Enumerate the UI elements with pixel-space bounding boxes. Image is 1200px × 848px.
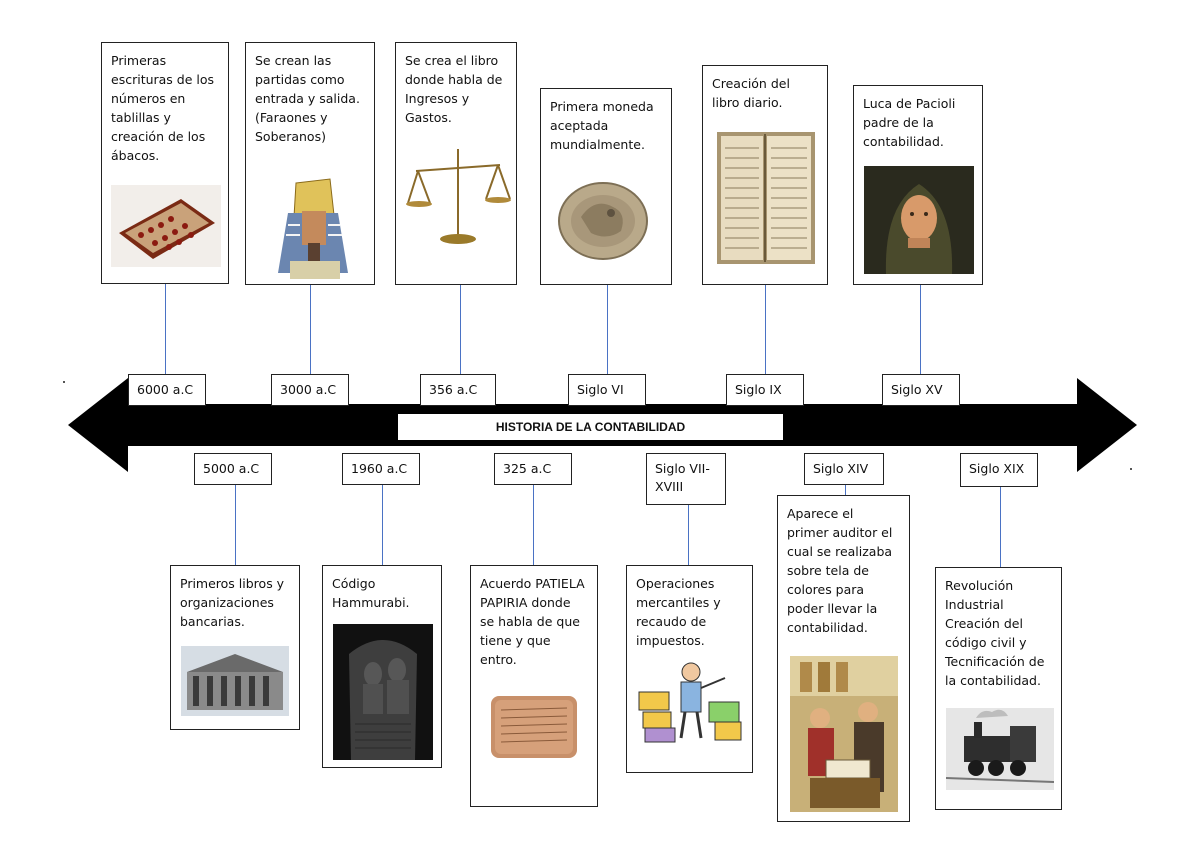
connector-line: [460, 285, 461, 375]
bank-image: [181, 646, 289, 716]
event-description: Se crean las partidas como entrada y sal…: [255, 53, 360, 144]
train-image: [946, 708, 1054, 790]
date-label: 3000 a.C: [271, 374, 349, 406]
event-card-1960ac: Código Hammurabi.: [322, 565, 442, 768]
connector-line: [1000, 487, 1001, 567]
coin-image: [558, 182, 648, 260]
event-card-5000ac: Primeros libros y organizaciones bancari…: [170, 565, 300, 730]
timeline-title: HISTORIA DE LA CONTABILIDAD: [398, 414, 783, 440]
tablet-image: [491, 696, 577, 758]
portrait-image: [864, 166, 974, 274]
event-description: Código Hammurabi.: [332, 576, 410, 610]
date-label: Siglo XIX: [960, 453, 1038, 487]
connector-line: [310, 285, 311, 375]
event-card-356ac: Se crea el libro donde habla de Ingresos…: [395, 42, 517, 285]
date-label: Siglo XIV: [804, 453, 884, 485]
connector-line: [165, 283, 166, 375]
date-label: Siglo VII- XVIII: [646, 453, 726, 505]
event-card-siglo-xiv: Aparece el primer auditor el cual se rea…: [777, 495, 910, 822]
event-card-siglo-vi: Primera moneda aceptada mundialmente.: [540, 88, 672, 285]
stray-dot: [63, 381, 65, 383]
connector-line: [235, 485, 236, 565]
event-description: Primeros libros y organizaciones bancari…: [180, 576, 285, 629]
date-label: 325 a.C: [494, 453, 572, 485]
connector-line: [382, 485, 383, 565]
date-label: 5000 a.C: [194, 453, 272, 485]
book-image: [717, 132, 815, 264]
event-card-siglo-vii-xviii: Operaciones mercantiles y recaudo de imp…: [626, 565, 753, 773]
connector-line: [845, 485, 846, 495]
event-card-siglo-xv: Luca de Pacioli padre de la contabilidad…: [853, 85, 983, 285]
abacus-image: [111, 185, 221, 267]
date-label: Siglo IX: [726, 374, 804, 406]
stele-image: [333, 624, 433, 760]
date-label: 6000 a.C: [128, 374, 206, 406]
connector-line: [607, 285, 608, 375]
connector-line: [688, 505, 689, 565]
event-card-6000ac: Primeras escrituras de los números en ta…: [101, 42, 229, 284]
date-label: 356 a.C: [420, 374, 496, 406]
event-description: Primeras escrituras de los números en ta…: [111, 53, 215, 163]
stray-dot: [1130, 468, 1132, 470]
date-label: Siglo VI: [568, 374, 646, 406]
event-description: Operaciones mercantiles y recaudo de imp…: [636, 576, 721, 648]
connector-line: [765, 285, 766, 375]
event-description: Aparece el primer auditor el cual se rea…: [787, 506, 893, 635]
pharaoh-image: [278, 178, 348, 279]
event-card-siglo-ix: Creación del libro diario.: [702, 65, 828, 285]
event-description: Creación del libro diario.: [712, 76, 790, 110]
event-description: Se crea el libro donde habla de Ingresos…: [405, 53, 503, 125]
event-description: Revolución Industrial Creación del códig…: [945, 578, 1045, 688]
merchant-image: [638, 662, 742, 743]
connector-line: [920, 285, 921, 375]
date-label: Siglo XV: [882, 374, 960, 406]
event-card-siglo-xix: Revolución Industrial Creación del códig…: [935, 567, 1062, 810]
connector-line: [533, 485, 534, 565]
event-description: Acuerdo PATIELA PAPIRIA donde se habla d…: [480, 576, 585, 667]
event-description: Luca de Pacioli padre de la contabilidad…: [863, 96, 956, 149]
scale-image: [406, 149, 511, 244]
auditor-image: [790, 656, 898, 812]
event-card-3000ac: Se crean las partidas como entrada y sal…: [245, 42, 375, 285]
event-description: Primera moneda aceptada mundialmente.: [550, 99, 654, 152]
date-label: 1960 a.C: [342, 453, 420, 485]
event-card-325ac: Acuerdo PATIELA PAPIRIA donde se habla d…: [470, 565, 598, 807]
